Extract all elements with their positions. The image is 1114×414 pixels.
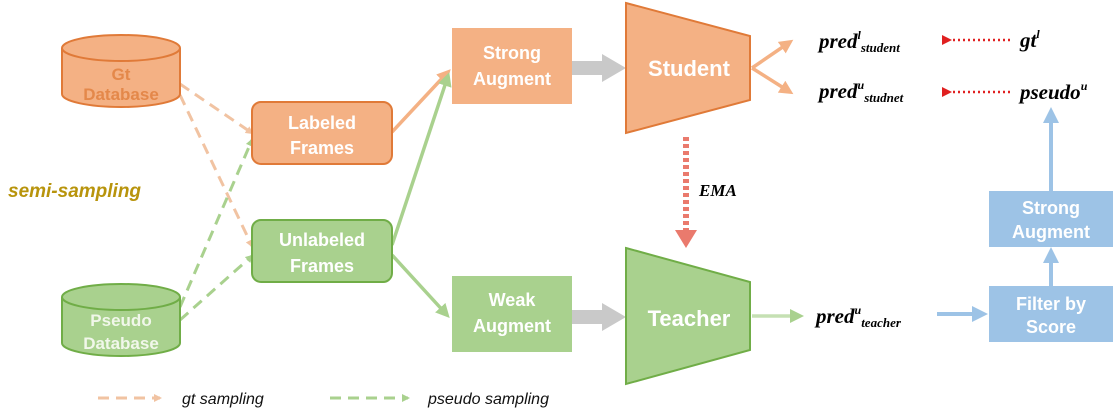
labeled-frames-line2: Frames [290, 138, 354, 158]
gt-sampling-arrows [178, 82, 254, 248]
teacher-model [625, 246, 751, 386]
pseudo-database-line1: Pseudo [90, 311, 151, 330]
ema-label: EMA [698, 181, 737, 200]
labeled-frames-line1: Labeled [288, 113, 356, 133]
strong-augment-right-line2: Augment [1012, 222, 1090, 242]
student-output-arrows [751, 39, 794, 95]
pseudo-database [61, 283, 181, 357]
strong-augment-line1: Strong [483, 43, 541, 63]
frames-to-augment-arrows [390, 69, 452, 318]
pred-u-teacher: preduteacher [814, 303, 902, 330]
strong-augment-right-box [989, 191, 1113, 247]
weak-augment-line1: Weak [489, 290, 537, 310]
gt-database [61, 34, 181, 108]
weak-augment-box [452, 276, 572, 352]
pred-u-student: predustudnet [817, 78, 904, 105]
labeled-frames-box [251, 101, 393, 165]
strong-augment-right-line1: Strong [1022, 198, 1080, 218]
gt-database-line1: Gt [112, 65, 131, 84]
filter-line1: Filter by [1016, 294, 1086, 314]
weak-augment-line2: Augment [473, 316, 551, 336]
legend-gt-label: gt sampling [182, 391, 264, 408]
strong-augment-line2: Augment [473, 69, 551, 89]
pseudo-sampling-arrows [178, 138, 254, 322]
unlabeled-frames-line1: Unlabeled [279, 230, 365, 250]
unlabeled-frames-line2: Frames [290, 256, 354, 276]
ema-arrow [675, 137, 697, 248]
unlabeled-frames-box [251, 219, 393, 283]
legend-pseudo-label: pseudo sampling [427, 391, 549, 408]
pred-l-student: predlstudent [817, 28, 900, 55]
pseudo-database-line2: Database [83, 334, 159, 353]
student-label: Student [648, 56, 731, 81]
filter-line2: Score [1026, 317, 1076, 337]
gt-l: gtl [1019, 27, 1040, 52]
legend: gt sampling pseudo sampling [98, 391, 549, 408]
semi-sampling-label: semi-sampling [8, 181, 141, 202]
augment-to-model-arrows [572, 54, 626, 331]
pseudo-u: pseudou [1018, 79, 1088, 104]
strong-augment-box [452, 28, 572, 104]
student-model [625, 1, 751, 135]
teacher-label: Teacher [648, 306, 731, 331]
filter-by-score-box [989, 286, 1113, 342]
gt-database-line2: Database [83, 85, 159, 104]
